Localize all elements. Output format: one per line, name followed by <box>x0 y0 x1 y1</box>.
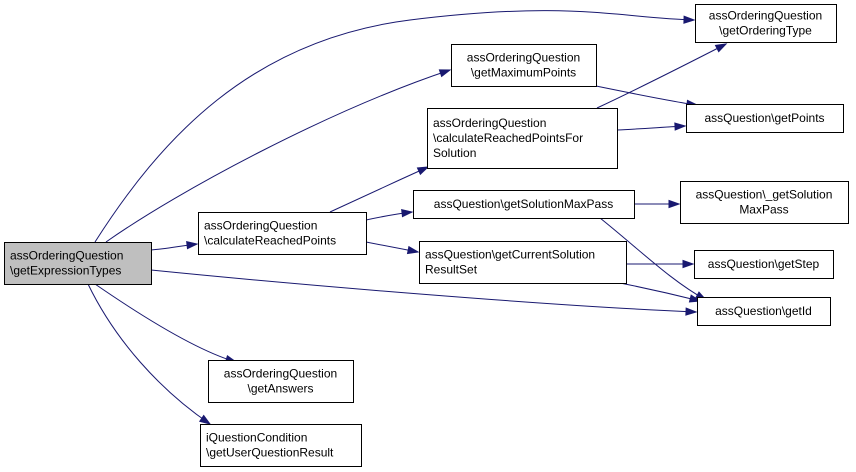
node-box <box>427 108 618 169</box>
nodes-layer: assOrderingQuestion\getExpressionTypesas… <box>4 4 849 467</box>
node-get-solution-max-pass[interactable]: assQuestion\getSolutionMaxPass <box>413 190 635 219</box>
arrow-head-icon <box>416 166 430 176</box>
edge-get-maximum-points-to-get-points <box>595 85 699 108</box>
node-get-points[interactable]: assQuestion\getPoints <box>686 104 844 133</box>
edge-line <box>329 166 429 213</box>
arrow-head-icon <box>682 259 695 269</box>
edge-get-current-solution-result-set-to-get-step <box>626 259 695 269</box>
edges-layer <box>87 10 728 425</box>
edge-calculate-reached-points-to-calculate-reached-points-for-solution <box>329 166 430 213</box>
node-box <box>694 250 834 279</box>
node-label-line: Solution <box>433 146 476 160</box>
node-label-line: assOrderingQuestion <box>433 116 546 130</box>
edge-get-expression-types-to-get-ordering-type <box>94 10 696 243</box>
node-label-line: assOrderingQuestion <box>467 51 580 65</box>
arrow-head-icon <box>714 43 728 53</box>
edge-get-expression-types-to-calculate-reached-points <box>150 241 199 251</box>
edge-line <box>94 283 237 363</box>
edge-get-current-solution-result-set-to-get-id <box>619 282 702 303</box>
node-label-line: \getMaximumPoints <box>471 66 576 80</box>
arrow-head-icon <box>438 69 452 78</box>
node-label-line: \getOrderingType <box>719 24 812 38</box>
edge-get-solution-max-pass-to-underscore-get-solution-max-pass <box>634 199 681 209</box>
node-box <box>686 104 844 133</box>
node-label-line: \calculateReachedPoints <box>204 234 336 248</box>
node-label-line: assOrderingQuestion <box>10 249 123 263</box>
arrow-head-icon <box>186 241 199 250</box>
node-get-expression-types: assOrderingQuestion\getExpressionTypes <box>4 242 152 285</box>
node-label-line: assQuestion\getCurrentSolution <box>425 248 595 262</box>
node-box <box>695 4 837 43</box>
edge-line <box>87 283 211 425</box>
node-label-line: assOrderingQuestion <box>709 9 822 23</box>
arrow-head-icon <box>674 122 687 131</box>
node-label-line: iQuestionCondition <box>206 431 307 445</box>
node-label-line: \getAnswers <box>247 382 313 396</box>
node-label-line: assQuestion\getSolutionMaxPass <box>434 197 613 211</box>
arrow-head-icon <box>683 15 696 24</box>
arrow-head-icon <box>406 245 420 255</box>
edge-line <box>150 269 697 313</box>
node-label-line: assOrderingQuestion <box>224 367 337 381</box>
edge-calculate-reached-points-to-get-current-solution-result-set <box>365 241 420 255</box>
node-get-maximum-points[interactable]: assOrderingQuestion\getMaximumPoints <box>451 44 597 87</box>
node-label-line: ResultSet <box>425 263 478 277</box>
edge-line <box>596 43 727 109</box>
node-box <box>198 212 367 255</box>
edge-line <box>105 69 451 243</box>
edge-calculate-reached-points-for-solution-to-get-points <box>616 122 687 131</box>
node-box <box>4 242 152 285</box>
node-box <box>680 181 849 224</box>
node-label-line: assOrderingQuestion <box>204 219 317 233</box>
node-box <box>697 297 831 326</box>
arrow-head-icon <box>198 414 212 425</box>
edge-get-expression-types-to-get-answers <box>94 283 238 364</box>
node-label-line: \getExpressionTypes <box>10 264 121 278</box>
node-get-id[interactable]: assQuestion\getId <box>697 297 831 326</box>
node-box <box>419 241 627 284</box>
node-label-line: \calculateReachedPointsFor <box>433 131 583 145</box>
node-box <box>451 44 597 87</box>
node-get-step[interactable]: assQuestion\getStep <box>694 250 834 279</box>
node-label-line: MaxPass <box>739 203 788 217</box>
node-get-answers[interactable]: assOrderingQuestion\getAnswers <box>208 360 354 403</box>
node-get-user-question-result[interactable]: iQuestionCondition\getUserQuestionResult <box>200 424 362 467</box>
edge-line <box>94 10 695 243</box>
node-underscore-get-solution-max-pass[interactable]: assQuestion\_getSolutionMaxPass <box>680 181 849 224</box>
node-label-line: assQuestion\getId <box>715 304 812 318</box>
edge-get-expression-types-to-get-id <box>150 269 698 316</box>
node-box <box>208 360 354 403</box>
arrow-head-icon <box>668 199 681 209</box>
node-calculate-reached-points-for-solution[interactable]: assOrderingQuestion\calculateReachedPoin… <box>427 108 618 169</box>
arrow-head-icon <box>401 209 414 218</box>
edge-get-expression-types-to-get-user-question-result <box>87 283 212 425</box>
node-label-line: assQuestion\getPoints <box>704 111 824 125</box>
node-get-ordering-type[interactable]: assOrderingQuestion\getOrderingType <box>695 4 837 43</box>
node-label-line: assQuestion\getStep <box>708 257 820 271</box>
node-calculate-reached-points[interactable]: assOrderingQuestion\calculateReachedPoin… <box>198 212 367 255</box>
edge-get-expression-types-to-get-maximum-points <box>105 69 452 243</box>
edge-line <box>595 85 698 106</box>
edge-line <box>619 282 701 302</box>
node-box <box>200 424 362 467</box>
arrow-head-icon <box>685 307 698 316</box>
node-label-line: assQuestion\_getSolution <box>696 188 833 202</box>
edge-calculate-reached-points-for-solution-to-get-ordering-type <box>596 43 728 109</box>
node-label-line: \getUserQuestionResult <box>206 446 334 460</box>
edge-calculate-reached-points-to-get-solution-max-pass <box>365 209 414 221</box>
node-box <box>413 190 635 219</box>
